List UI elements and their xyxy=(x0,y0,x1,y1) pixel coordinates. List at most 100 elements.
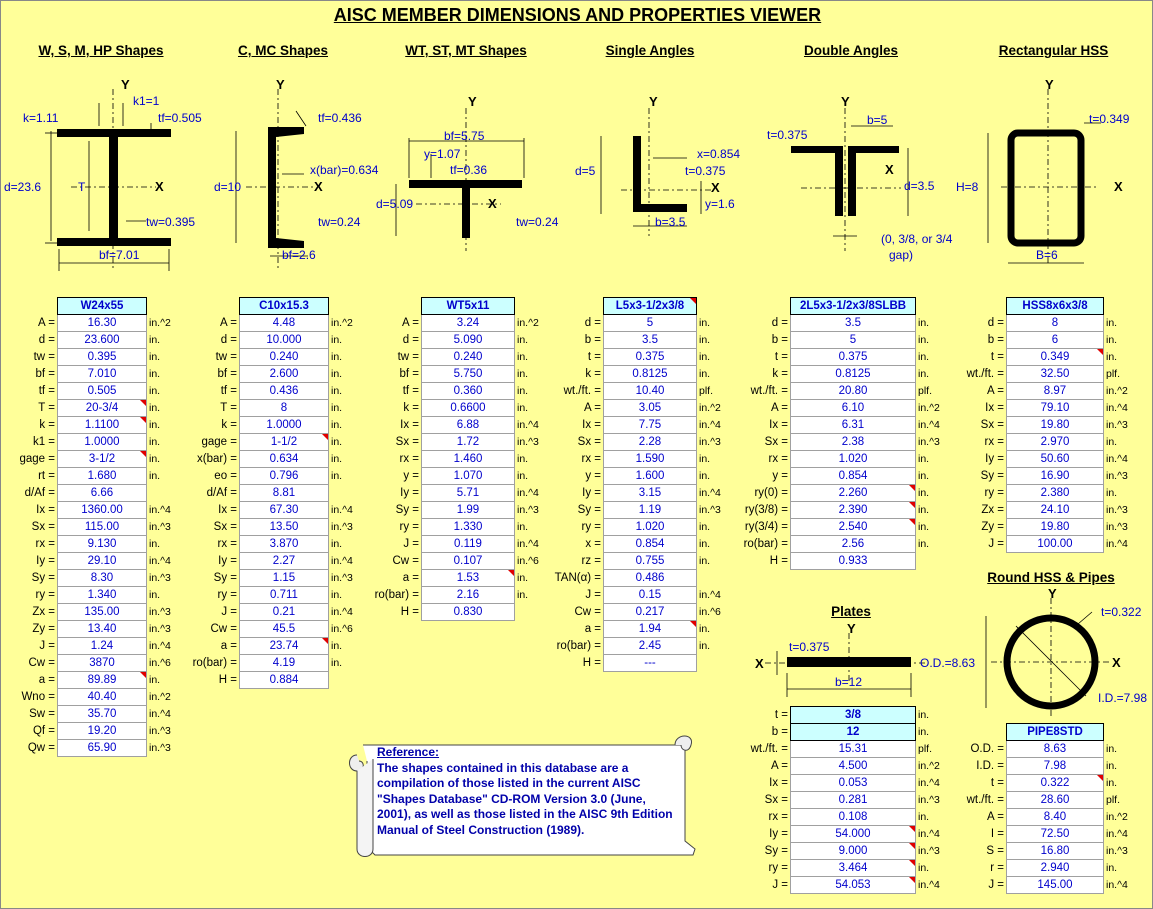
property-value-cell[interactable]: 0.349 xyxy=(1006,348,1104,366)
property-value-cell[interactable]: 8.81 xyxy=(239,484,329,502)
property-value-cell[interactable]: 2.28 xyxy=(603,433,697,451)
comment-indicator[interactable] xyxy=(690,298,696,304)
property-value-cell[interactable]: 1.680 xyxy=(57,467,147,485)
property-value-cell[interactable]: 1.020 xyxy=(603,518,697,536)
property-value-cell[interactable]: 3.870 xyxy=(239,535,329,553)
property-value-cell[interactable]: 54.053 xyxy=(790,876,916,894)
property-value-cell[interactable]: 3.15 xyxy=(603,484,697,502)
shape-designation-select[interactable]: 2L5x3-1/2x3/8SLBB xyxy=(790,297,916,315)
property-value-cell[interactable]: 0.436 xyxy=(239,382,329,400)
comment-indicator[interactable] xyxy=(909,519,915,525)
property-value-cell[interactable]: 0.884 xyxy=(239,671,329,689)
property-value-cell[interactable]: 0.8125 xyxy=(603,365,697,383)
property-value-cell[interactable]: 3.464 xyxy=(790,859,916,877)
property-value-cell[interactable]: 8.30 xyxy=(57,569,147,587)
property-value-cell[interactable]: 8.63 xyxy=(1006,740,1104,758)
property-value-cell[interactable]: 1.0000 xyxy=(57,433,147,451)
property-value-cell[interactable]: 0.634 xyxy=(239,450,329,468)
comment-indicator[interactable] xyxy=(909,877,915,883)
property-value-cell[interactable]: 2.540 xyxy=(790,518,916,536)
property-value-cell[interactable]: 0.711 xyxy=(239,586,329,604)
comment-indicator[interactable] xyxy=(140,672,146,678)
property-value-cell[interactable]: 0.119 xyxy=(421,535,515,553)
property-value-cell[interactable]: 13.40 xyxy=(57,620,147,638)
property-value-cell[interactable]: 1.19 xyxy=(603,501,697,519)
property-value-cell[interactable]: 1.94 xyxy=(603,620,697,638)
shape-designation-select[interactable]: PIPE8STD xyxy=(1006,723,1104,741)
property-value-cell[interactable]: 0.053 xyxy=(790,774,916,792)
property-value-cell[interactable]: 0.375 xyxy=(603,348,697,366)
property-value-cell[interactable]: 0.240 xyxy=(239,348,329,366)
property-value-cell[interactable]: 4.19 xyxy=(239,654,329,672)
property-value-cell[interactable]: 1.72 xyxy=(421,433,515,451)
comment-indicator[interactable] xyxy=(1097,775,1103,781)
comment-indicator[interactable] xyxy=(909,860,915,866)
shape-designation-select[interactable]: WT5x11 xyxy=(421,297,515,315)
property-input-cell[interactable]: 12 xyxy=(790,723,916,741)
property-value-cell[interactable]: 0.360 xyxy=(421,382,515,400)
property-value-cell[interactable]: 1.070 xyxy=(421,467,515,485)
property-value-cell[interactable]: 19.80 xyxy=(1006,518,1104,536)
property-value-cell[interactable]: 1.0000 xyxy=(239,416,329,434)
shape-designation-select[interactable]: W24x55 xyxy=(57,297,147,315)
comment-indicator[interactable] xyxy=(909,502,915,508)
property-value-cell[interactable]: 15.31 xyxy=(790,740,916,758)
property-value-cell[interactable]: 6.88 xyxy=(421,416,515,434)
property-value-cell[interactable]: 3-1/2 xyxy=(57,450,147,468)
property-value-cell[interactable]: 16.90 xyxy=(1006,467,1104,485)
property-value-cell[interactable]: 0.505 xyxy=(57,382,147,400)
property-value-cell[interactable]: 5 xyxy=(603,314,697,332)
comment-indicator[interactable] xyxy=(140,451,146,457)
property-value-cell[interactable]: 5.750 xyxy=(421,365,515,383)
property-value-cell[interactable]: 35.70 xyxy=(57,705,147,723)
comment-indicator[interactable] xyxy=(140,417,146,423)
property-value-cell[interactable]: 13.50 xyxy=(239,518,329,536)
property-value-cell[interactable]: 3.5 xyxy=(603,331,697,349)
property-value-cell[interactable]: 2.38 xyxy=(790,433,916,451)
comment-indicator[interactable] xyxy=(140,400,146,406)
property-value-cell[interactable]: 2.45 xyxy=(603,637,697,655)
property-value-cell[interactable]: 1.24 xyxy=(57,637,147,655)
property-value-cell[interactable]: 32.50 xyxy=(1006,365,1104,383)
property-value-cell[interactable]: 0.395 xyxy=(57,348,147,366)
property-value-cell[interactable]: 0.755 xyxy=(603,552,697,570)
comment-indicator[interactable] xyxy=(508,570,514,576)
property-value-cell[interactable]: 45.5 xyxy=(239,620,329,638)
property-value-cell[interactable]: 2.390 xyxy=(790,501,916,519)
shape-designation-select[interactable]: HSS8x6x3/8 xyxy=(1006,297,1104,315)
property-value-cell[interactable]: 0.796 xyxy=(239,467,329,485)
property-value-cell[interactable]: 1.600 xyxy=(603,467,697,485)
property-value-cell[interactable]: 100.00 xyxy=(1006,535,1104,553)
property-value-cell[interactable]: 1.020 xyxy=(790,450,916,468)
property-value-cell[interactable]: 1.460 xyxy=(421,450,515,468)
property-value-cell[interactable]: 2.940 xyxy=(1006,859,1104,877)
property-value-cell[interactable]: --- xyxy=(603,654,697,672)
comment-indicator[interactable] xyxy=(690,621,696,627)
property-value-cell[interactable]: 8.40 xyxy=(1006,808,1104,826)
property-value-cell[interactable]: 3.05 xyxy=(603,399,697,417)
property-value-cell[interactable]: 1.590 xyxy=(603,450,697,468)
property-value-cell[interactable]: 1.330 xyxy=(421,518,515,536)
property-value-cell[interactable]: 19.80 xyxy=(1006,416,1104,434)
comment-indicator[interactable] xyxy=(1097,349,1103,355)
comment-indicator[interactable] xyxy=(909,485,915,491)
property-value-cell[interactable]: 19.20 xyxy=(57,722,147,740)
property-value-cell[interactable]: 2.970 xyxy=(1006,433,1104,451)
property-value-cell[interactable]: 1360.00 xyxy=(57,501,147,519)
property-value-cell[interactable]: 79.10 xyxy=(1006,399,1104,417)
property-value-cell[interactable]: 8.97 xyxy=(1006,382,1104,400)
property-value-cell[interactable]: 1.15 xyxy=(239,569,329,587)
property-value-cell[interactable]: 0.830 xyxy=(421,603,515,621)
property-value-cell[interactable]: 2.260 xyxy=(790,484,916,502)
property-value-cell[interactable]: 135.00 xyxy=(57,603,147,621)
property-value-cell[interactable]: 8 xyxy=(239,399,329,417)
property-value-cell[interactable]: 3870 xyxy=(57,654,147,672)
comment-indicator[interactable] xyxy=(322,638,328,644)
property-value-cell[interactable]: 40.40 xyxy=(57,688,147,706)
property-value-cell[interactable]: 10.000 xyxy=(239,331,329,349)
property-value-cell[interactable]: 0.8125 xyxy=(790,365,916,383)
property-value-cell[interactable]: 0.375 xyxy=(790,348,916,366)
property-value-cell[interactable]: 67.30 xyxy=(239,501,329,519)
property-value-cell[interactable]: 29.10 xyxy=(57,552,147,570)
property-value-cell[interactable]: 6.10 xyxy=(790,399,916,417)
